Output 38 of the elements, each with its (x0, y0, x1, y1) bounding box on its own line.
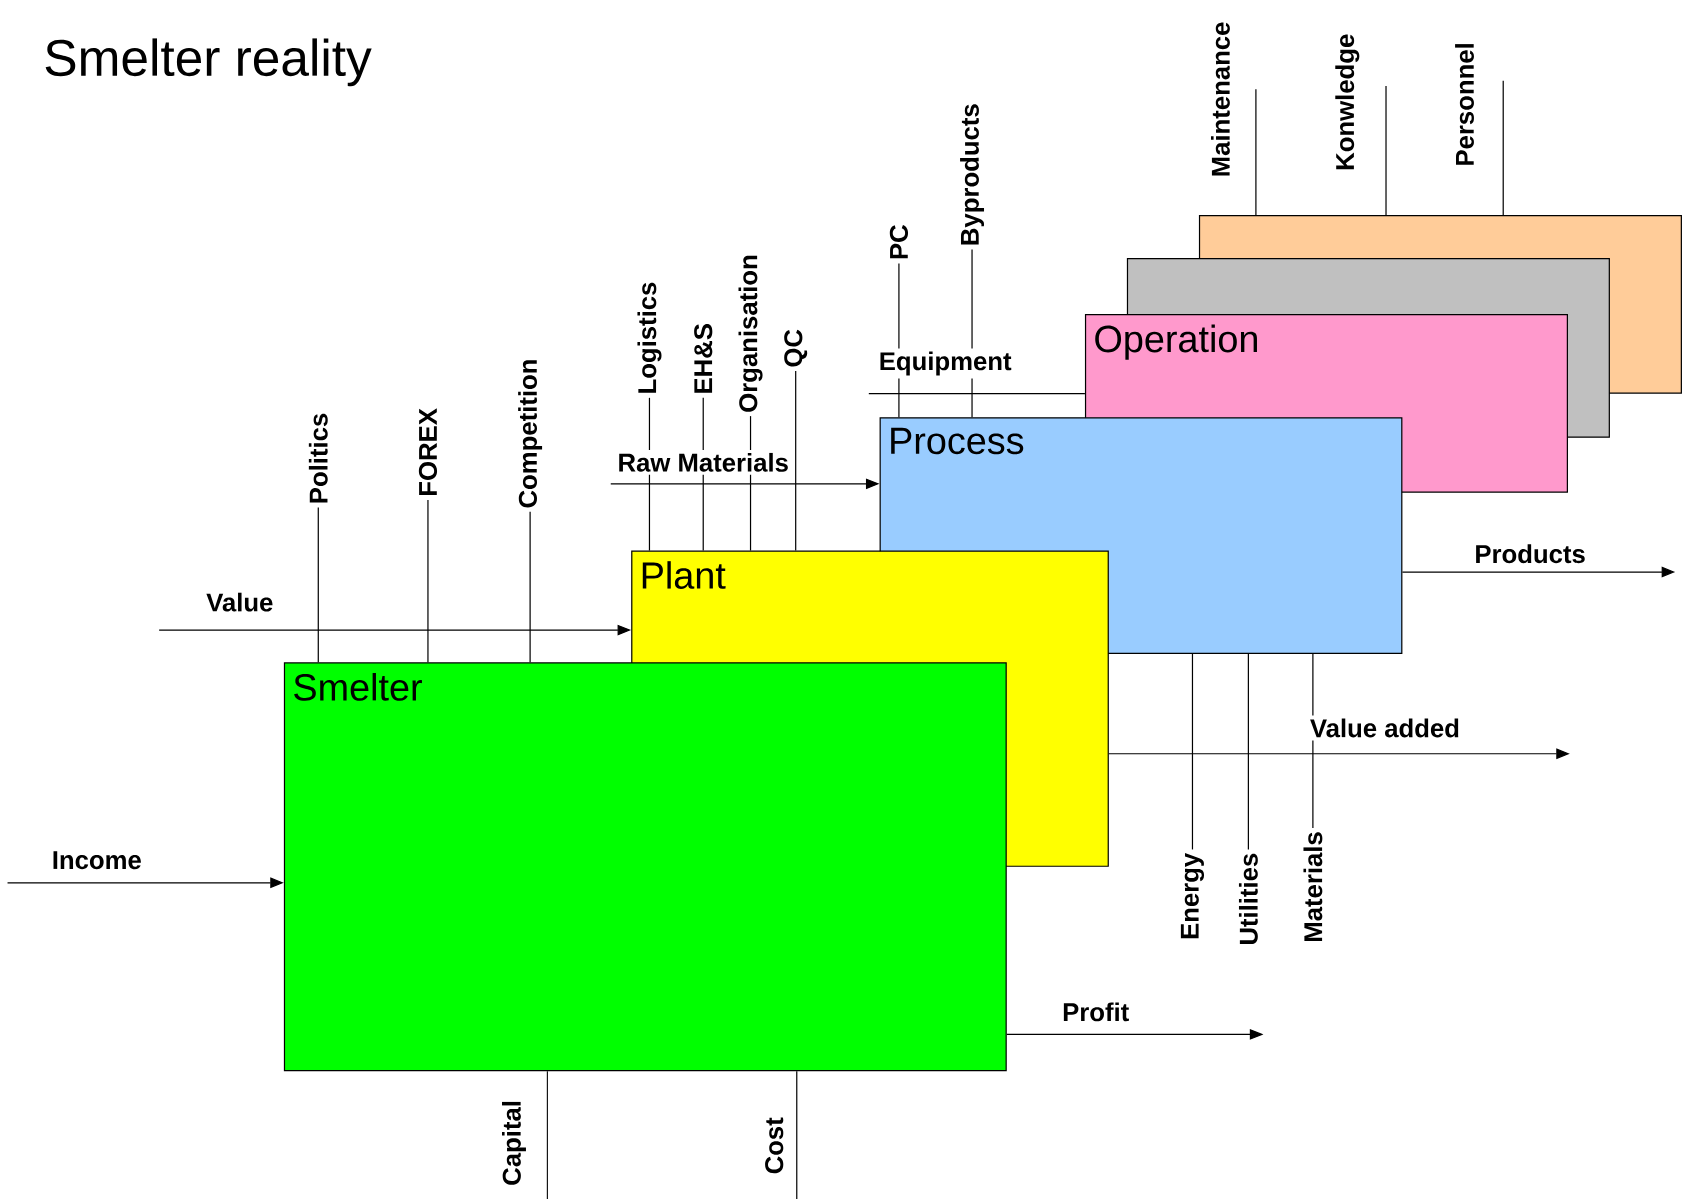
rotated-label: Competition (518, 360, 543, 508)
edge-label: Products (1471, 541, 1589, 567)
diagram-title: Smelter reality (45, 38, 372, 87)
edge-label: Maintenance (1207, 18, 1233, 181)
connector-line (1191, 653, 1194, 851)
rotated-label: QC (784, 329, 808, 367)
connector-line (317, 506, 319, 663)
rotated-label: Logistics (637, 282, 662, 393)
connector-line (529, 511, 531, 663)
rotated-label: FOREX (418, 408, 438, 495)
connector-line (1247, 653, 1249, 851)
edge-label: Equipment (875, 348, 1015, 379)
edge-label: Raw Materials (614, 449, 792, 475)
rotated-label: PC (889, 225, 909, 259)
connector-line (868, 392, 1086, 395)
connector-line (1385, 85, 1387, 216)
connector-line (796, 1070, 798, 1199)
edge-label: Value (203, 589, 277, 615)
rotated-label: EH&S (694, 324, 713, 393)
edge-label: Capital (498, 1097, 529, 1189)
connector-line (546, 1070, 548, 1199)
rotated-label: Materials (1303, 832, 1323, 942)
connector-line (1255, 88, 1257, 216)
edge-label: Income (48, 848, 145, 873)
edge-label: Profit (1059, 999, 1133, 1025)
edge-label: Cost (762, 1114, 787, 1178)
rotated-label: Utilities (1238, 853, 1258, 945)
edge-label: Personnel (1452, 39, 1477, 170)
connector-line (427, 499, 429, 663)
edge-label: Konwledge (1332, 30, 1363, 174)
rotated-label: Energy (1180, 852, 1205, 939)
rotated-label: Politics (308, 413, 328, 503)
box-with-title: Smelter (283, 662, 1007, 1072)
connector-line (795, 370, 797, 552)
connector-line (1502, 80, 1504, 216)
rotated-label: Organisation (738, 255, 763, 412)
edge-label: Value added (1306, 715, 1463, 741)
rotated-label: Byproducts (960, 104, 984, 245)
